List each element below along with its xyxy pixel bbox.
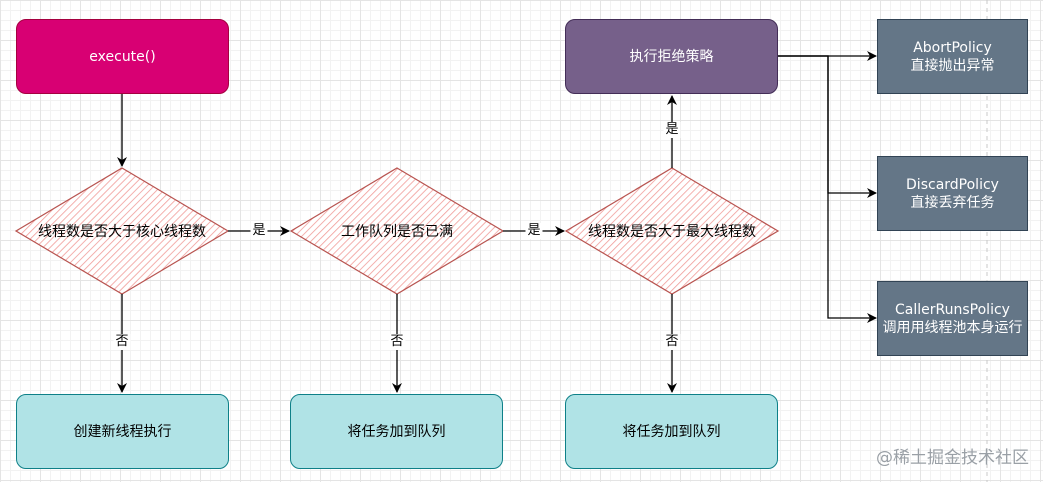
decision-core-label: 线程数是否大于核心线程数 [38,224,206,240]
edge-reject-to-callerruns [778,55,877,323]
add-queue-node-2: 将任务加到队列 [565,394,778,469]
callerruns-policy-node: CallerRunsPolicy 调用用线程池本身运行 [877,281,1028,356]
edge-label-no-core: 否 [113,334,131,350]
reject-label: 执行拒绝策略 [629,48,714,65]
discard-policy-name: DiscardPolicy [906,176,999,193]
edge-reject-to-discard [778,55,877,198]
reject-node: 执行拒绝策略 [565,19,778,94]
decision-queue-label: 工作队列是否已满 [341,224,453,240]
execute-node: execute() [16,19,229,94]
decision-max-label: 线程数是否大于最大线程数 [588,224,756,240]
callerruns-policy-name: CallerRunsPolicy [895,301,1010,318]
add-queue-label-1: 将任务加到队列 [347,423,446,440]
execute-label: execute() [89,48,156,65]
edge-label-no-max: 否 [663,334,681,350]
add-queue-label-2: 将任务加到队列 [622,423,721,440]
watermark: @稀土掘金技术社区 [876,448,1029,468]
edge-label-yes-max: 是 [663,122,681,138]
add-queue-node-1: 将任务加到队列 [290,394,503,469]
edge-label-no-queue: 否 [388,334,406,350]
discard-policy-desc: 直接丢弃任务 [910,194,995,211]
edge-label-yes-queue: 是 [525,223,543,239]
abort-policy-desc: 直接抛出异常 [910,57,995,74]
abort-policy-node: AbortPolicy 直接抛出异常 [877,19,1028,94]
discard-policy-node: DiscardPolicy 直接丢弃任务 [877,156,1028,231]
create-thread-label: 创建新线程执行 [73,423,172,440]
callerruns-policy-desc: 调用用线程池本身运行 [882,319,1023,336]
edge-label-yes-core: 是 [250,223,268,239]
abort-policy-name: AbortPolicy [913,39,992,56]
create-thread-node: 创建新线程执行 [16,394,229,469]
